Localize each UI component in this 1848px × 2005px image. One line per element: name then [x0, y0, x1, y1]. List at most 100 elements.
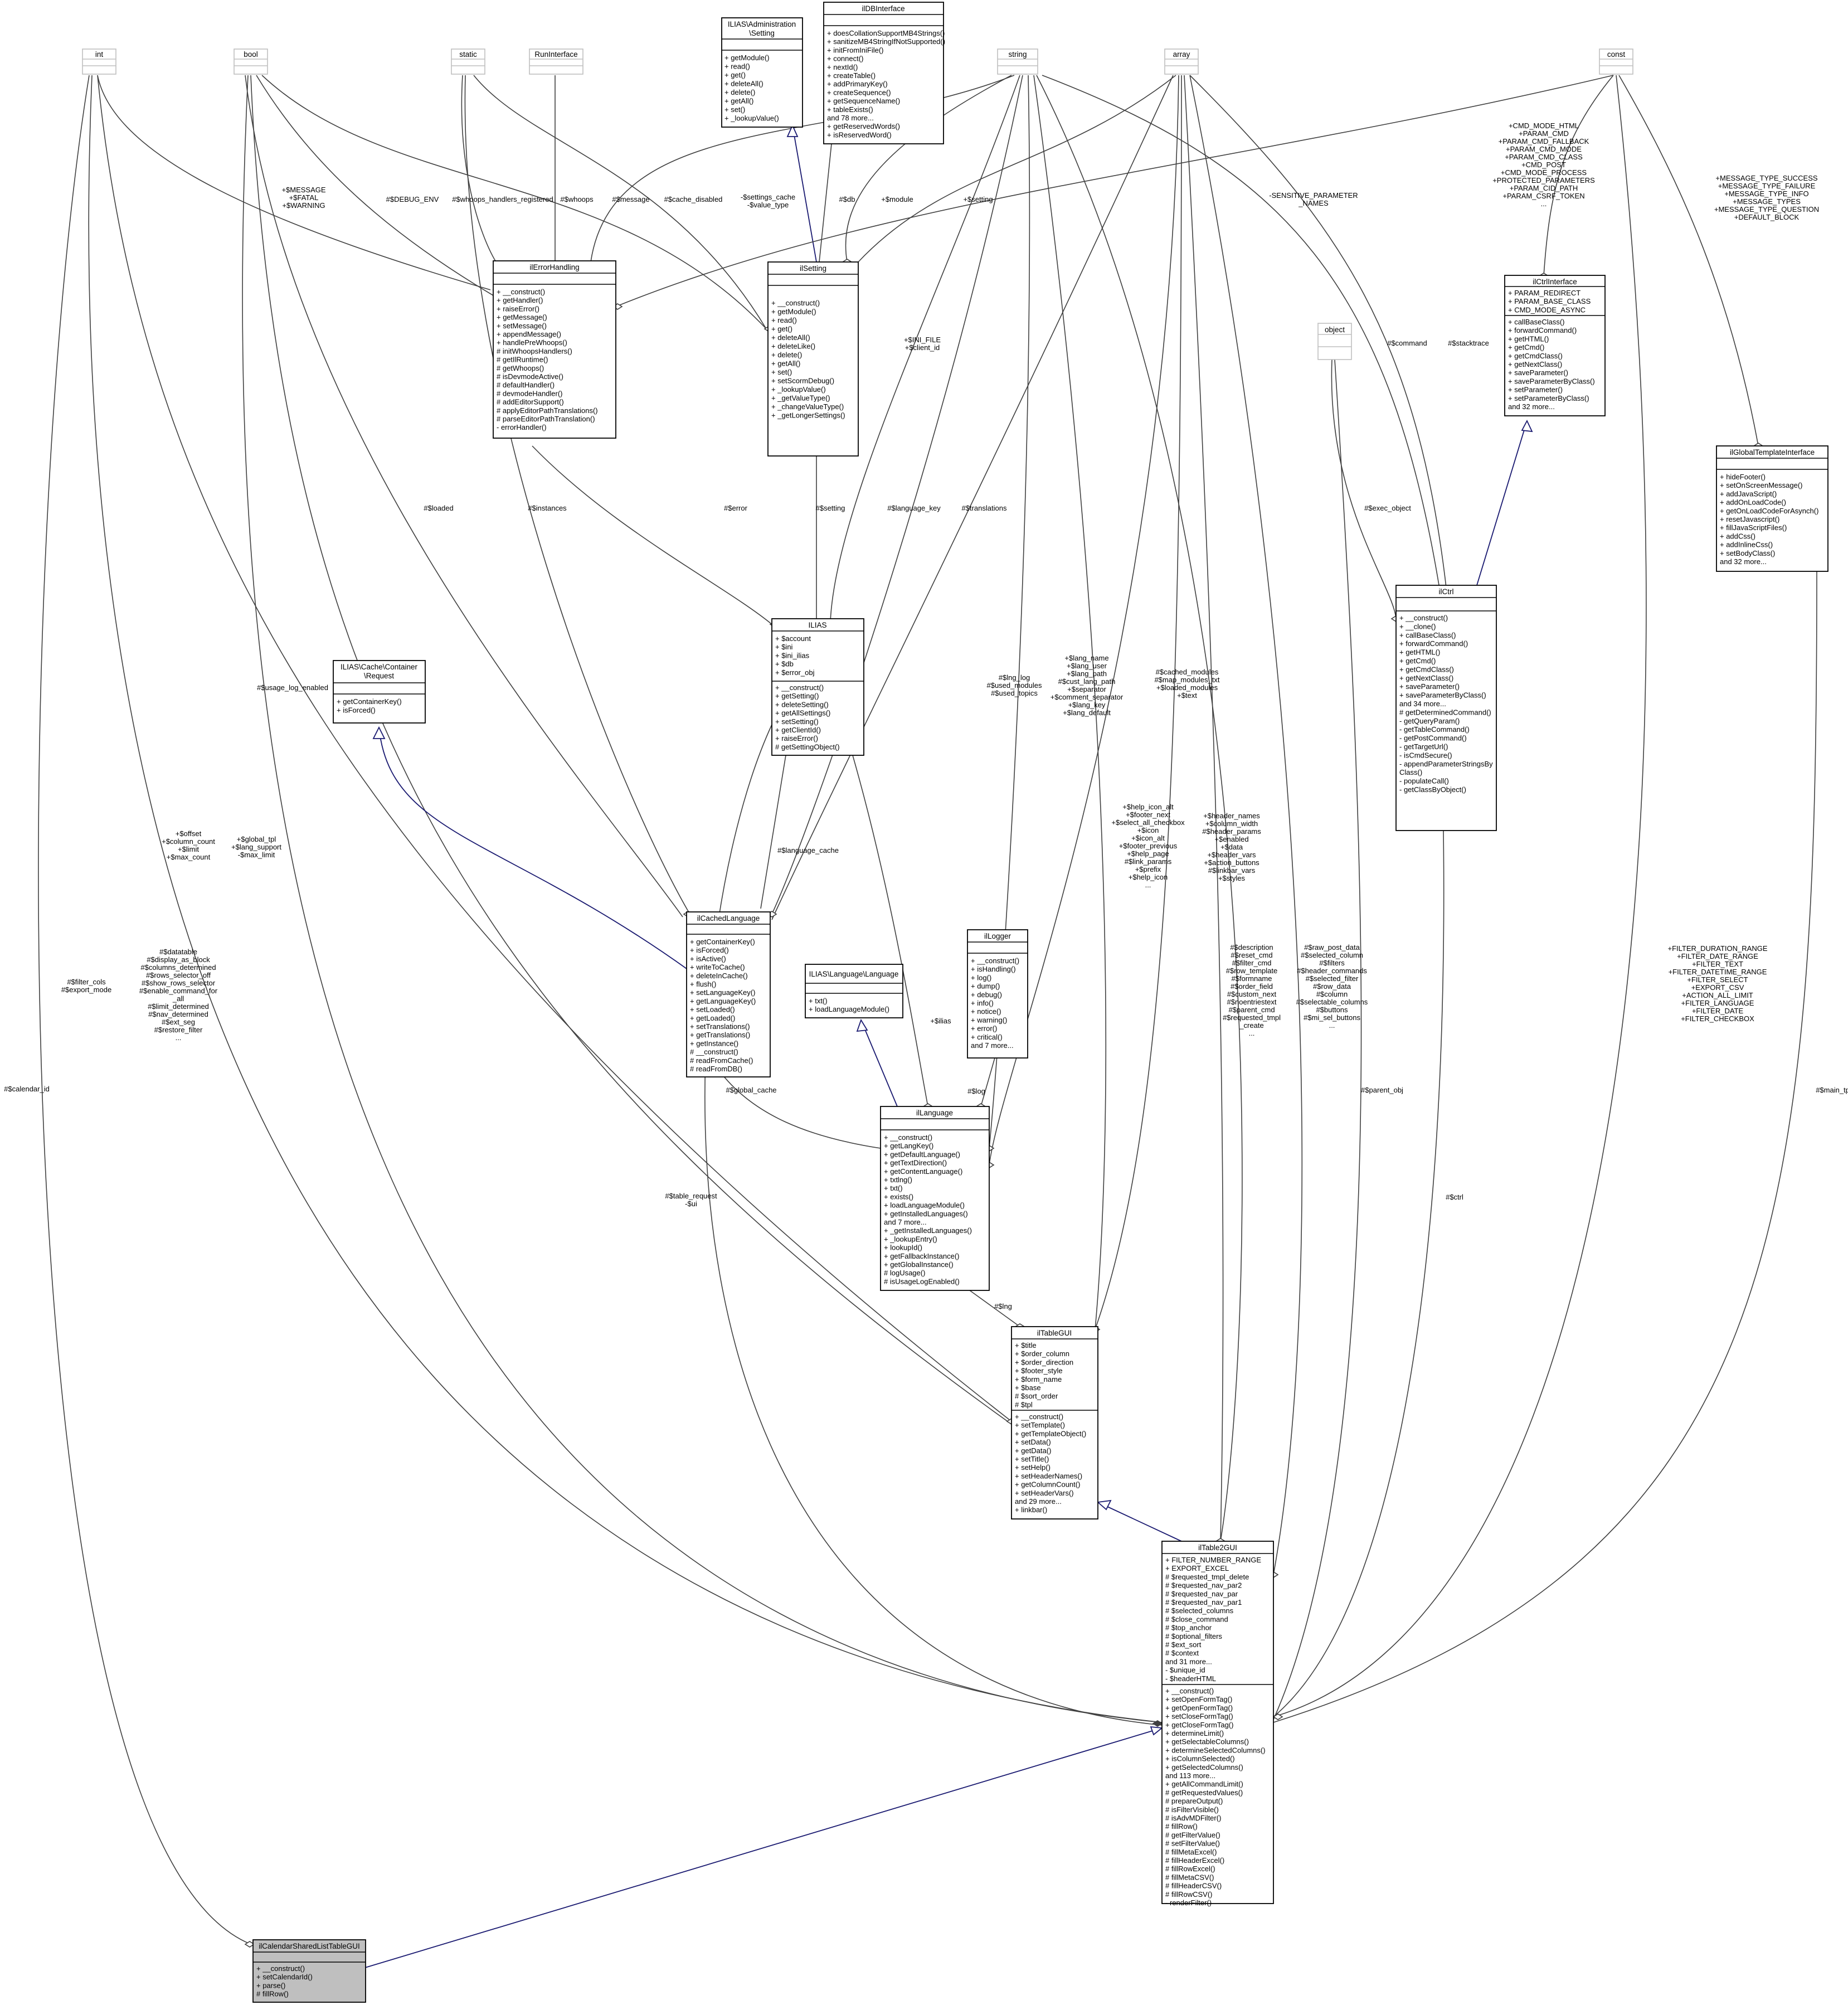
label-help-icon-line: +$footer_next: [1126, 810, 1170, 819]
node-ilctrl-methods-line: + saveParameterByClass(): [1399, 691, 1486, 700]
node-ilctrlinterface-methods-line: + saveParameterByClass(): [1508, 377, 1595, 385]
node-iltablegui-attrs-line: + $title: [1015, 1341, 1037, 1349]
node-static-box: [451, 48, 485, 75]
node-ilglobaltemplateinterface-methods: + hideFooter()+ setOnScreenMessage()+ ad…: [1720, 473, 1818, 566]
node-ilias-attrs-line: + $account: [775, 634, 811, 643]
label-settings-cache-line: -$settings_cache: [741, 193, 795, 201]
arrowhead-langlanguage: [856, 1018, 868, 1032]
label-module: +$module: [881, 195, 913, 203]
label-filter-dur-line: +EXPORT_CSV: [1691, 983, 1744, 992]
node-iltable2gui-attrs-line: # $optional_filters: [1165, 1632, 1222, 1640]
node-illogger-title: ilLogger: [984, 932, 1011, 940]
node-ilsetting-methods-line: + set(): [771, 368, 792, 376]
node-ilcachedlanguage-methods-line: # __construct(): [690, 1048, 738, 1056]
node-ilias-attrs-line: + $ini_ilias: [775, 651, 810, 659]
node-ilctrl-title: ilCtrl: [1439, 588, 1454, 596]
node-ilcachedlanguage-methods-line: + getInstance(): [690, 1039, 738, 1047]
node-const-title: const: [1607, 50, 1626, 59]
label-language-key: #$language_key: [887, 504, 941, 512]
label-global-cache-line: #$global_cache: [726, 1086, 776, 1094]
label-offset-line: +$limit: [178, 845, 199, 853]
node-ilsetting-title: ilSetting: [800, 264, 826, 273]
label-cache-disabled: #$cache_disabled: [664, 195, 723, 203]
node-iltablegui-attrs-line: # $tpl: [1015, 1400, 1033, 1409]
node-admin-setting-methods-line: + read(): [724, 62, 750, 71]
node-ilsetting-methods-line: + setScormDebug(): [771, 377, 834, 385]
node-ildbinterface-methods-line: + createSequence(): [827, 88, 891, 96]
label-sdb: #$db: [839, 195, 855, 203]
node-ilcalendar-methods-line: # fillRow(): [256, 1990, 289, 1998]
label-help-icon: +$help_icon_alt+$footer_next+$select_all…: [1111, 803, 1185, 889]
label-raw-post-line: #$selected_filter: [1306, 974, 1359, 983]
label-header-names-line: #$header_params: [1202, 827, 1261, 836]
node-illogger-methods-line: + __construct(): [971, 957, 1019, 965]
node-ilsetting-methods-line: + deleteLike(): [771, 342, 815, 351]
label-usage-log-line: #$usage_log_enabled: [257, 683, 328, 692]
node-ilsetting-methods-line: + read(): [771, 316, 797, 324]
label-datatable-line: #$columns_determined: [140, 963, 216, 972]
node-iltable2gui-attrs-line: - $headerHTML: [1165, 1674, 1216, 1683]
label-lang-name-line: +$comment_separator: [1051, 693, 1124, 701]
node-ilsetting-methods-line: + get(): [771, 325, 792, 333]
node-iltablegui-methods-line: + __construct(): [1015, 1412, 1063, 1421]
node-iltable2gui-attrs-line: and 31 more...: [1165, 1657, 1212, 1666]
label-datatable-line: #$enable_command_for: [139, 987, 218, 995]
label-help-icon-line: #$link_params: [1125, 857, 1172, 866]
edge-bool-cachedlanguage: [245, 75, 683, 917]
label-ini-file: +$INI_FILE+$client_id: [904, 336, 941, 352]
label-sdb-line: #$db: [839, 195, 855, 203]
node-iltable2gui-methods-line: # prepareOutput(): [1165, 1797, 1223, 1805]
node-ilctrlinterface-methods-line: + getNextClass(): [1508, 360, 1562, 368]
label-raw-post-line: #$column: [1316, 990, 1348, 998]
node-ilias-methods-line: + __construct(): [775, 683, 824, 692]
node-ilerrorhandling-methods-line: # parseEditorPathTranslation(): [497, 415, 595, 423]
node-ilctrlinterface-attrs-line: + CMD_MODE_ASYNC: [1508, 305, 1586, 314]
label-header-names-line: #$linkbar_vars: [1208, 866, 1256, 875]
node-iltable2gui-methods-line: + getCloseFormTag(): [1165, 1721, 1233, 1729]
label-header-names-line: +$header_vars: [1207, 851, 1256, 859]
node-illanguage-methods-line: + txtlng(): [884, 1176, 912, 1184]
label-description-line: #$row_template: [1226, 967, 1278, 975]
node-iltablegui-methods-line: + getTemplateObject(): [1015, 1429, 1086, 1438]
node-admin-setting-title-0: ILIAS\Administration: [728, 20, 796, 28]
edge-array-ilctrl: [1189, 75, 1450, 614]
label-cmd-consts: +CMD_MODE_HTML+PARAM_CMD+PARAM_CMD_FALLB…: [1492, 122, 1595, 208]
label-cached-modules-line: +$text: [1177, 691, 1197, 700]
node-ilsetting-methods-line: + getModule(): [771, 308, 816, 316]
label-offset-line: +$max_count: [167, 853, 211, 861]
node-cache-request-box: [333, 660, 426, 724]
edge-bool-errorhandling: [256, 75, 494, 296]
node-ilcalendar-methods-line: + __construct(): [256, 1964, 305, 1973]
node-ilctrl-methods-line: - getClassByObject(): [1399, 785, 1466, 794]
node-iltable2gui-methods-line: # isFilterVisible(): [1165, 1805, 1219, 1814]
edge-bool-iltablegui: [250, 75, 1012, 1425]
node-ilerrorhandling-methods-line: # devmodeHandler(): [497, 389, 563, 397]
label-help-icon-line: +$footer_previous: [1119, 842, 1178, 850]
edge-const-table2gui: [1273, 75, 1647, 1717]
edge-cachedlanguage-cacherequest: [378, 727, 689, 970]
node-ilctrl-methods-line: Class(): [1399, 768, 1422, 776]
node-ilerrorhandling-methods-line: + handlePreWhoops(): [497, 338, 567, 347]
label-table-request-line: -$ui: [685, 1200, 697, 1208]
node-ilctrl-methods-line: - getTableCommand(): [1399, 725, 1470, 734]
node-iltablegui-attrs-line: + $base: [1015, 1383, 1041, 1392]
label-debug-env-line: #$DEBUG_ENV: [386, 195, 439, 203]
node-ilctrlinterface-attrs: + PARAM_REDIRECT+ PARAM_BASE_CLASS+ CMD_…: [1508, 289, 1591, 314]
node-ilctrl: ilCtrl + __construct()+ __clone()+ callB…: [1395, 585, 1497, 831]
node-ilctrl-methods-line: - getTargetUrl(): [1399, 742, 1448, 751]
label-loaded: #$loaded: [424, 504, 454, 512]
label-message: +$MESSAGE+$FATAL+$WARNING: [281, 186, 325, 210]
label-ini-file-line: +$client_id: [905, 343, 940, 352]
edge-ilias-table2gui: [704, 724, 1163, 1726]
label-datatable-line: #$show_rows_selector: [142, 979, 216, 987]
edge-labels: +$MESSAGE+$FATAL+$WARNING #$DEBUG_ENV #$…: [4, 122, 1848, 1310]
label-cached-modules-line: +$loaded_modules: [1156, 683, 1218, 692]
node-ilglobaltemplateinterface: ilGlobalTemplateInterface + hideFooter()…: [1716, 445, 1828, 572]
label-help-icon-line: +$icon: [1137, 826, 1159, 834]
node-ilglobaltemplateinterface-methods-line: + setOnScreenMessage(): [1720, 481, 1802, 489]
node-iltable2gui-methods-line: # getRequestedValues(): [1165, 1788, 1243, 1797]
edge-static-errorhandling: [461, 75, 497, 263]
node-ilctrl-methods-line: - getQueryParam(): [1399, 717, 1460, 725]
label-cmd-consts-line: +PARAM_CID_PATH: [1510, 184, 1578, 192]
label-lng-log-line: #$used_modules: [986, 681, 1042, 690]
